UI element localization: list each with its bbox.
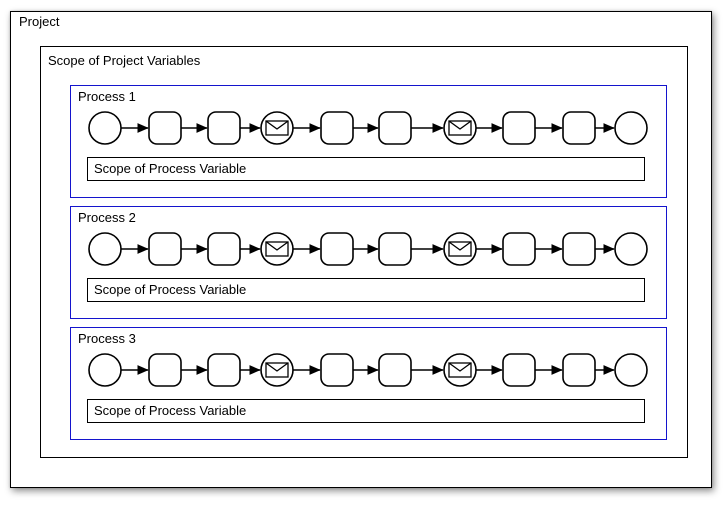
start-event-node [88, 111, 122, 145]
task-node [148, 232, 182, 266]
process-variable-scope: Scope of Process Variable [87, 278, 645, 302]
message-event-node [443, 353, 477, 387]
process-box-2: Process 2 Scope of Process Variable [70, 206, 667, 319]
task-node [320, 232, 354, 266]
message-event-node [443, 111, 477, 145]
project-container: Project Scope of Project Variables Proce… [10, 11, 712, 488]
process-variable-scope-label: Scope of Process Variable [94, 282, 247, 297]
project-variables-scope-label: Scope of Project Variables [48, 53, 201, 68]
process-1-flow [88, 111, 648, 145]
project-label: Project [19, 14, 60, 29]
task-node [502, 232, 536, 266]
process-variable-scope: Scope of Process Variable [87, 399, 645, 423]
task-node [562, 232, 596, 266]
message-event-node [260, 232, 294, 266]
process-variable-scope-label: Scope of Process Variable [94, 161, 247, 176]
task-node [207, 111, 241, 145]
project-variables-scope: Scope of Project Variables Process 1 Sco… [40, 46, 688, 458]
start-event-node [88, 232, 122, 266]
message-event-node [260, 353, 294, 387]
task-node [562, 111, 596, 145]
task-node [502, 111, 536, 145]
task-node [378, 232, 412, 266]
task-node [378, 353, 412, 387]
process-label: Process 2 [78, 210, 136, 225]
end-event-node [614, 232, 648, 266]
task-node [562, 353, 596, 387]
task-node [320, 353, 354, 387]
process-box-3: Process 3 Scope of Process Variable [70, 327, 667, 440]
process-label: Process 3 [78, 331, 136, 346]
task-node [320, 111, 354, 145]
process-2-flow [88, 232, 648, 266]
process-variable-scope: Scope of Process Variable [87, 157, 645, 181]
task-node [207, 232, 241, 266]
process-variable-scope-label: Scope of Process Variable [94, 403, 247, 418]
task-node [207, 353, 241, 387]
task-node [378, 111, 412, 145]
process-3-flow [88, 353, 648, 387]
task-node [148, 111, 182, 145]
task-node [148, 353, 182, 387]
process-box-1: Process 1 Scope of Process Variable [70, 85, 667, 198]
start-event-node [88, 353, 122, 387]
message-event-node [443, 232, 477, 266]
end-event-node [614, 353, 648, 387]
task-node [502, 353, 536, 387]
message-event-node [260, 111, 294, 145]
process-label: Process 1 [78, 89, 136, 104]
end-event-node [614, 111, 648, 145]
